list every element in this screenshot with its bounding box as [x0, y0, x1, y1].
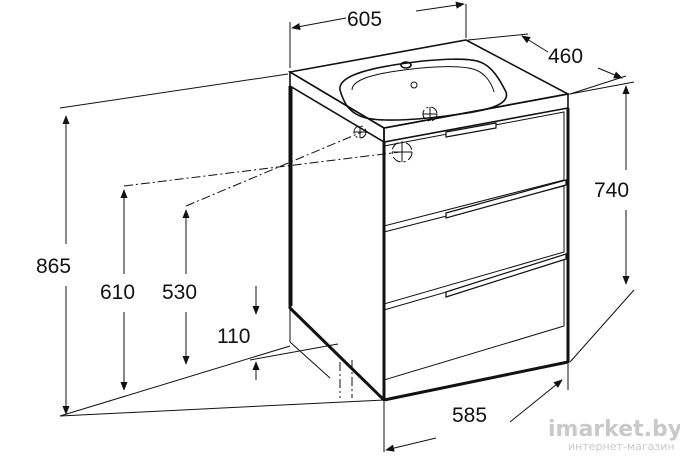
drawer-3[interactable]	[383, 257, 565, 381]
dim-label-base-width: 585	[452, 404, 487, 427]
tap-hole	[400, 61, 412, 69]
countertop-front-edge	[383, 93, 569, 143]
countertop-side-edge	[289, 70, 385, 144]
dim-label-depth: 460	[548, 45, 583, 68]
dim-label-floor-clearance: 110	[217, 325, 250, 348]
dim-label-cabinet-height: 740	[594, 179, 629, 202]
watermark-brand: imarket.by	[548, 417, 680, 442]
dimension-labels: 605 460 740 865 610 530 110 585	[36, 8, 629, 427]
drain-hole	[410, 81, 418, 89]
countertop-top-face	[287, 39, 571, 129]
drawer-2-handle[interactable]	[445, 179, 567, 219]
drawer-1-handle[interactable]	[445, 122, 497, 138]
dim-label-pipe-height-2: 530	[162, 281, 197, 304]
basin-inner	[351, 66, 495, 93]
drain-pipe	[339, 360, 353, 398]
dimension-lines	[59, 1, 635, 452]
cabinet	[287, 39, 571, 402]
drawer-3-handle[interactable]	[445, 253, 567, 298]
pipe-connection-1	[353, 125, 367, 139]
basin-bowl	[339, 58, 508, 121]
watermark: imarket.by интернет-магазин	[548, 417, 680, 453]
pipe-connection-3	[422, 106, 438, 122]
dim-label-total-height: 865	[36, 255, 71, 278]
dim-label-pipe-height-1: 610	[100, 281, 135, 304]
watermark-tagline: интернет-магазин	[568, 440, 675, 453]
pipe-connection-2	[391, 141, 413, 163]
dim-label-width-top: 605	[347, 8, 382, 31]
